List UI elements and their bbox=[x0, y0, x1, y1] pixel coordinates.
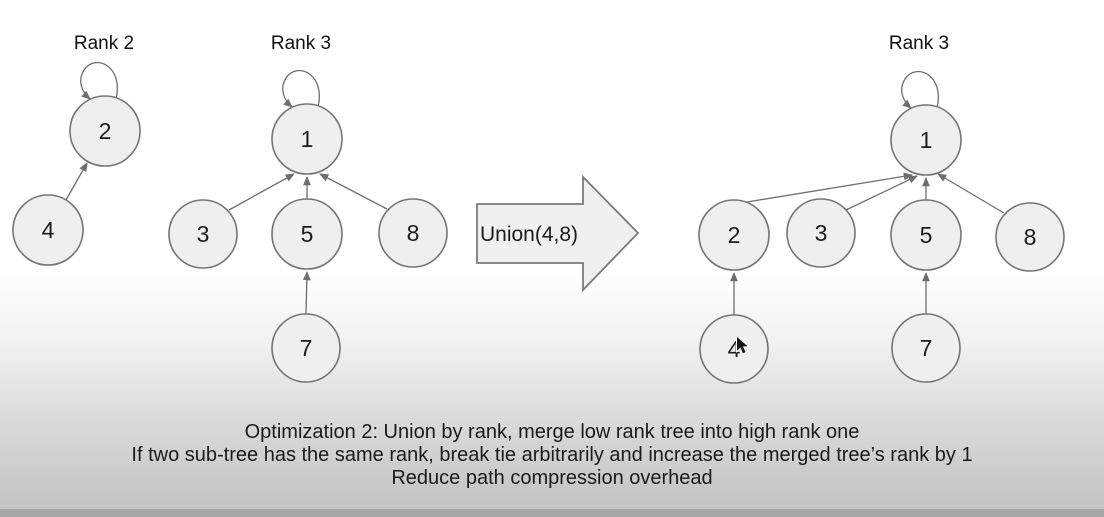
node-2-right-label: 2 bbox=[728, 222, 741, 248]
node-4[interactable] bbox=[12, 194, 84, 266]
node-2-right[interactable] bbox=[698, 199, 770, 271]
node-5-right-label: 5 bbox=[920, 222, 933, 248]
caption-line-3: Reduce path compression overhead bbox=[391, 467, 713, 489]
footer-band bbox=[0, 509, 1104, 517]
node-1-mid[interactable] bbox=[271, 103, 343, 175]
self-loop-node2 bbox=[80, 61, 118, 100]
self-loop-node1-mid bbox=[282, 69, 320, 108]
node-7-mid[interactable] bbox=[271, 313, 341, 383]
edge-3-to-1-mid bbox=[228, 173, 295, 211]
node-4-label: 4 bbox=[42, 217, 55, 243]
node-5-mid-label: 5 bbox=[301, 221, 314, 247]
edge-4-to-2 bbox=[65, 162, 88, 201]
union-arrow-label: Union(4,8) bbox=[480, 223, 578, 246]
node-7-right[interactable] bbox=[891, 313, 961, 383]
caption-line-1: Optimization 2: Union by rank, merge low… bbox=[244, 421, 860, 443]
node-5-right[interactable] bbox=[890, 199, 962, 271]
node-4-right[interactable] bbox=[699, 314, 769, 384]
tree-rank3-after: Rank 3 1 2 3 5 8 4 7 bbox=[698, 33, 1065, 384]
tree-rank2: Rank 2 2 4 bbox=[12, 33, 141, 266]
edge-2-to-1-right bbox=[740, 172, 913, 204]
tree-rank2-title: Rank 2 bbox=[74, 33, 134, 54]
node-3-right[interactable] bbox=[786, 198, 856, 268]
node-8-mid-label: 8 bbox=[407, 220, 420, 246]
node-8-right[interactable] bbox=[995, 202, 1065, 272]
edge-8-to-1-mid bbox=[319, 173, 388, 210]
tree-rank3-after-title: Rank 3 bbox=[889, 33, 949, 54]
node-1-right[interactable] bbox=[890, 104, 962, 176]
node-3-mid[interactable] bbox=[168, 199, 238, 269]
node-1-mid-label: 1 bbox=[301, 126, 314, 152]
caption-block: Optimization 2: Union by rank, merge low… bbox=[0, 421, 1104, 490]
union-arrow: Union(4,8) bbox=[476, 174, 640, 293]
union-arrow-shape[interactable] bbox=[476, 174, 640, 293]
tree-rank3-before-title: Rank 3 bbox=[271, 33, 331, 54]
edge-8-to-1-right bbox=[937, 173, 1005, 214]
tree-rank3-before: Rank 3 1 3 5 8 7 bbox=[168, 33, 448, 383]
node-8-right-label: 8 bbox=[1024, 224, 1037, 250]
node-7-right-label: 7 bbox=[920, 335, 933, 361]
caption-line-2: If two sub-tree has the same rank, break… bbox=[131, 444, 973, 466]
edge-7-to-5-mid bbox=[302, 271, 311, 315]
node-3-mid-label: 3 bbox=[197, 221, 210, 247]
node-7-mid-label: 7 bbox=[300, 335, 313, 361]
self-loop-node1-right bbox=[901, 70, 939, 109]
node-1-right-label: 1 bbox=[920, 127, 933, 153]
node-2-label: 2 bbox=[99, 118, 112, 144]
edge-3-to-1-right bbox=[845, 175, 918, 211]
node-8-mid[interactable] bbox=[378, 198, 448, 268]
node-3-right-label: 3 bbox=[815, 220, 828, 246]
mouse-cursor-icon bbox=[736, 336, 750, 355]
node-2[interactable] bbox=[69, 95, 141, 167]
node-5-mid[interactable] bbox=[271, 198, 343, 270]
